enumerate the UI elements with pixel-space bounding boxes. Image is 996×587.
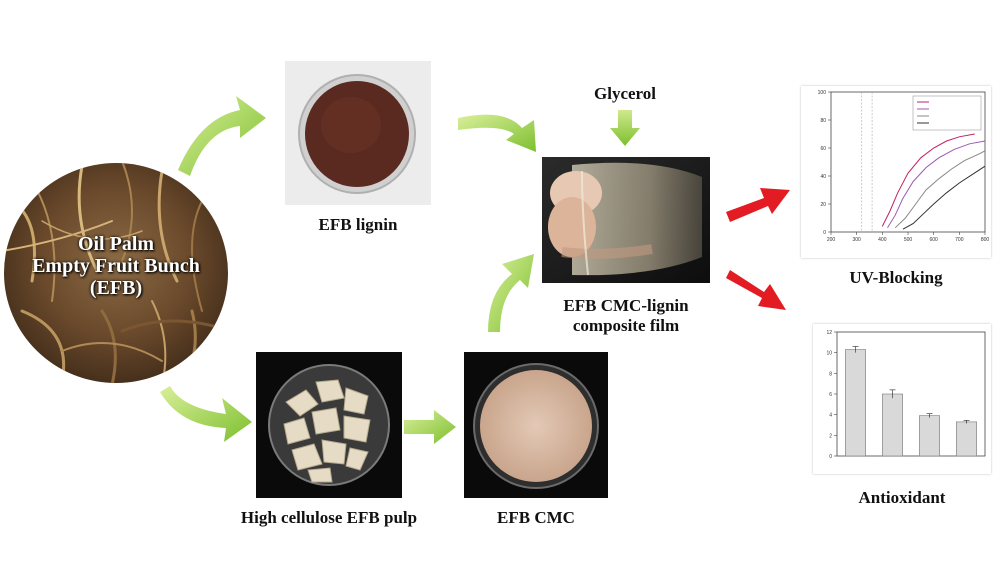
uv-chart: 0 20 40 60 80 100 200 300 400 500 600 700 800 bbox=[801, 86, 991, 258]
uv-series-line bbox=[894, 150, 986, 229]
ao-y-tick-label: 10 bbox=[826, 351, 832, 357]
arrow-source-to-pulp bbox=[160, 386, 252, 442]
uv-y-tick-label: 60 bbox=[820, 146, 826, 152]
ao-bar bbox=[882, 393, 903, 457]
cmc-photo bbox=[464, 352, 608, 498]
pulp-label: High cellulose EFB pulp bbox=[240, 508, 418, 527]
cmc-dish-image bbox=[464, 352, 608, 498]
pulp-dish-image bbox=[256, 352, 402, 498]
ao-y-tick-label: 2 bbox=[829, 433, 832, 439]
glycerol-label: Glycerol bbox=[594, 84, 656, 103]
uv-legend-box bbox=[912, 95, 982, 131]
film-label: EFB CMC-lignin composite film bbox=[545, 296, 707, 336]
antioxidant-label: Antioxidant bbox=[858, 488, 946, 507]
ao-y-tick-label: 8 bbox=[829, 371, 832, 377]
film-label-line-1: EFB CMC-lignin bbox=[563, 296, 689, 315]
source-line-3: (EFB) bbox=[89, 277, 143, 299]
uv-x-tick-label: 600 bbox=[929, 237, 938, 243]
arrow-source-to-lignin bbox=[178, 96, 266, 176]
arrow-film-to-uv bbox=[726, 188, 790, 222]
uv-series-line bbox=[887, 140, 986, 229]
source-line-1: Oil Palm bbox=[77, 233, 155, 255]
cmc-label: EFB CMC bbox=[497, 508, 575, 527]
uv-y-tick-label: 0 bbox=[823, 230, 826, 236]
efb-source-label: Oil Palm Empty Fruit Bunch (EFB) bbox=[2, 233, 230, 299]
arrow-cmc-to-film bbox=[488, 254, 534, 332]
lignin-photo bbox=[285, 61, 431, 205]
uv-y-tick-label: 20 bbox=[820, 202, 826, 208]
source-line-2: Empty Fruit Bunch bbox=[32, 255, 200, 277]
ao-y-tick-label: 6 bbox=[829, 392, 832, 398]
uv-x-tick-label: 400 bbox=[878, 237, 887, 243]
lignin-dish-image bbox=[285, 61, 431, 205]
uv-x-tick-label: 200 bbox=[827, 237, 836, 243]
antioxidant-chart: 0 2 4 6 8 10 12 bbox=[813, 324, 991, 474]
arrow-glycerol-down bbox=[610, 110, 640, 146]
arrow-lignin-to-film bbox=[458, 114, 536, 152]
uv-x-tick-label: 500 bbox=[904, 237, 913, 243]
ao-y-tick-label: 12 bbox=[826, 330, 832, 336]
ao-y-tick-label: 0 bbox=[829, 454, 832, 460]
uv-label: UV-Blocking bbox=[849, 268, 943, 287]
ao-bar bbox=[919, 415, 940, 457]
film-image bbox=[542, 157, 710, 283]
film-label-line-2: composite film bbox=[572, 316, 680, 335]
ao-bar bbox=[956, 421, 977, 457]
ao-y-tick-label: 4 bbox=[829, 413, 832, 419]
uv-series-line bbox=[881, 133, 975, 227]
efb-source-circle: Oil Palm Empty Fruit Bunch (EFB) bbox=[2, 161, 230, 385]
uv-y-tick-label: 80 bbox=[820, 118, 826, 124]
uv-series-line bbox=[902, 165, 986, 230]
pulp-photo bbox=[256, 352, 402, 498]
lignin-label: EFB lignin bbox=[318, 215, 398, 234]
arrow-pulp-to-cmc bbox=[404, 410, 456, 444]
film-photo bbox=[542, 157, 710, 283]
uv-x-tick-label: 300 bbox=[852, 237, 861, 243]
uv-y-tick-label: 40 bbox=[820, 174, 826, 180]
uv-x-tick-label: 800 bbox=[981, 237, 990, 243]
efb-fiber-image bbox=[4, 163, 228, 383]
ao-bar bbox=[845, 349, 866, 457]
arrow-film-to-antioxidant bbox=[726, 270, 786, 310]
antioxidant-chart-svg: 0 2 4 6 8 10 12 bbox=[826, 330, 986, 460]
uv-chart-svg: 0 20 40 60 80 100 200 300 400 500 600 700 800 bbox=[818, 90, 990, 243]
uv-y-tick-label: 100 bbox=[818, 90, 827, 96]
uv-x-tick-label: 700 bbox=[955, 237, 964, 243]
